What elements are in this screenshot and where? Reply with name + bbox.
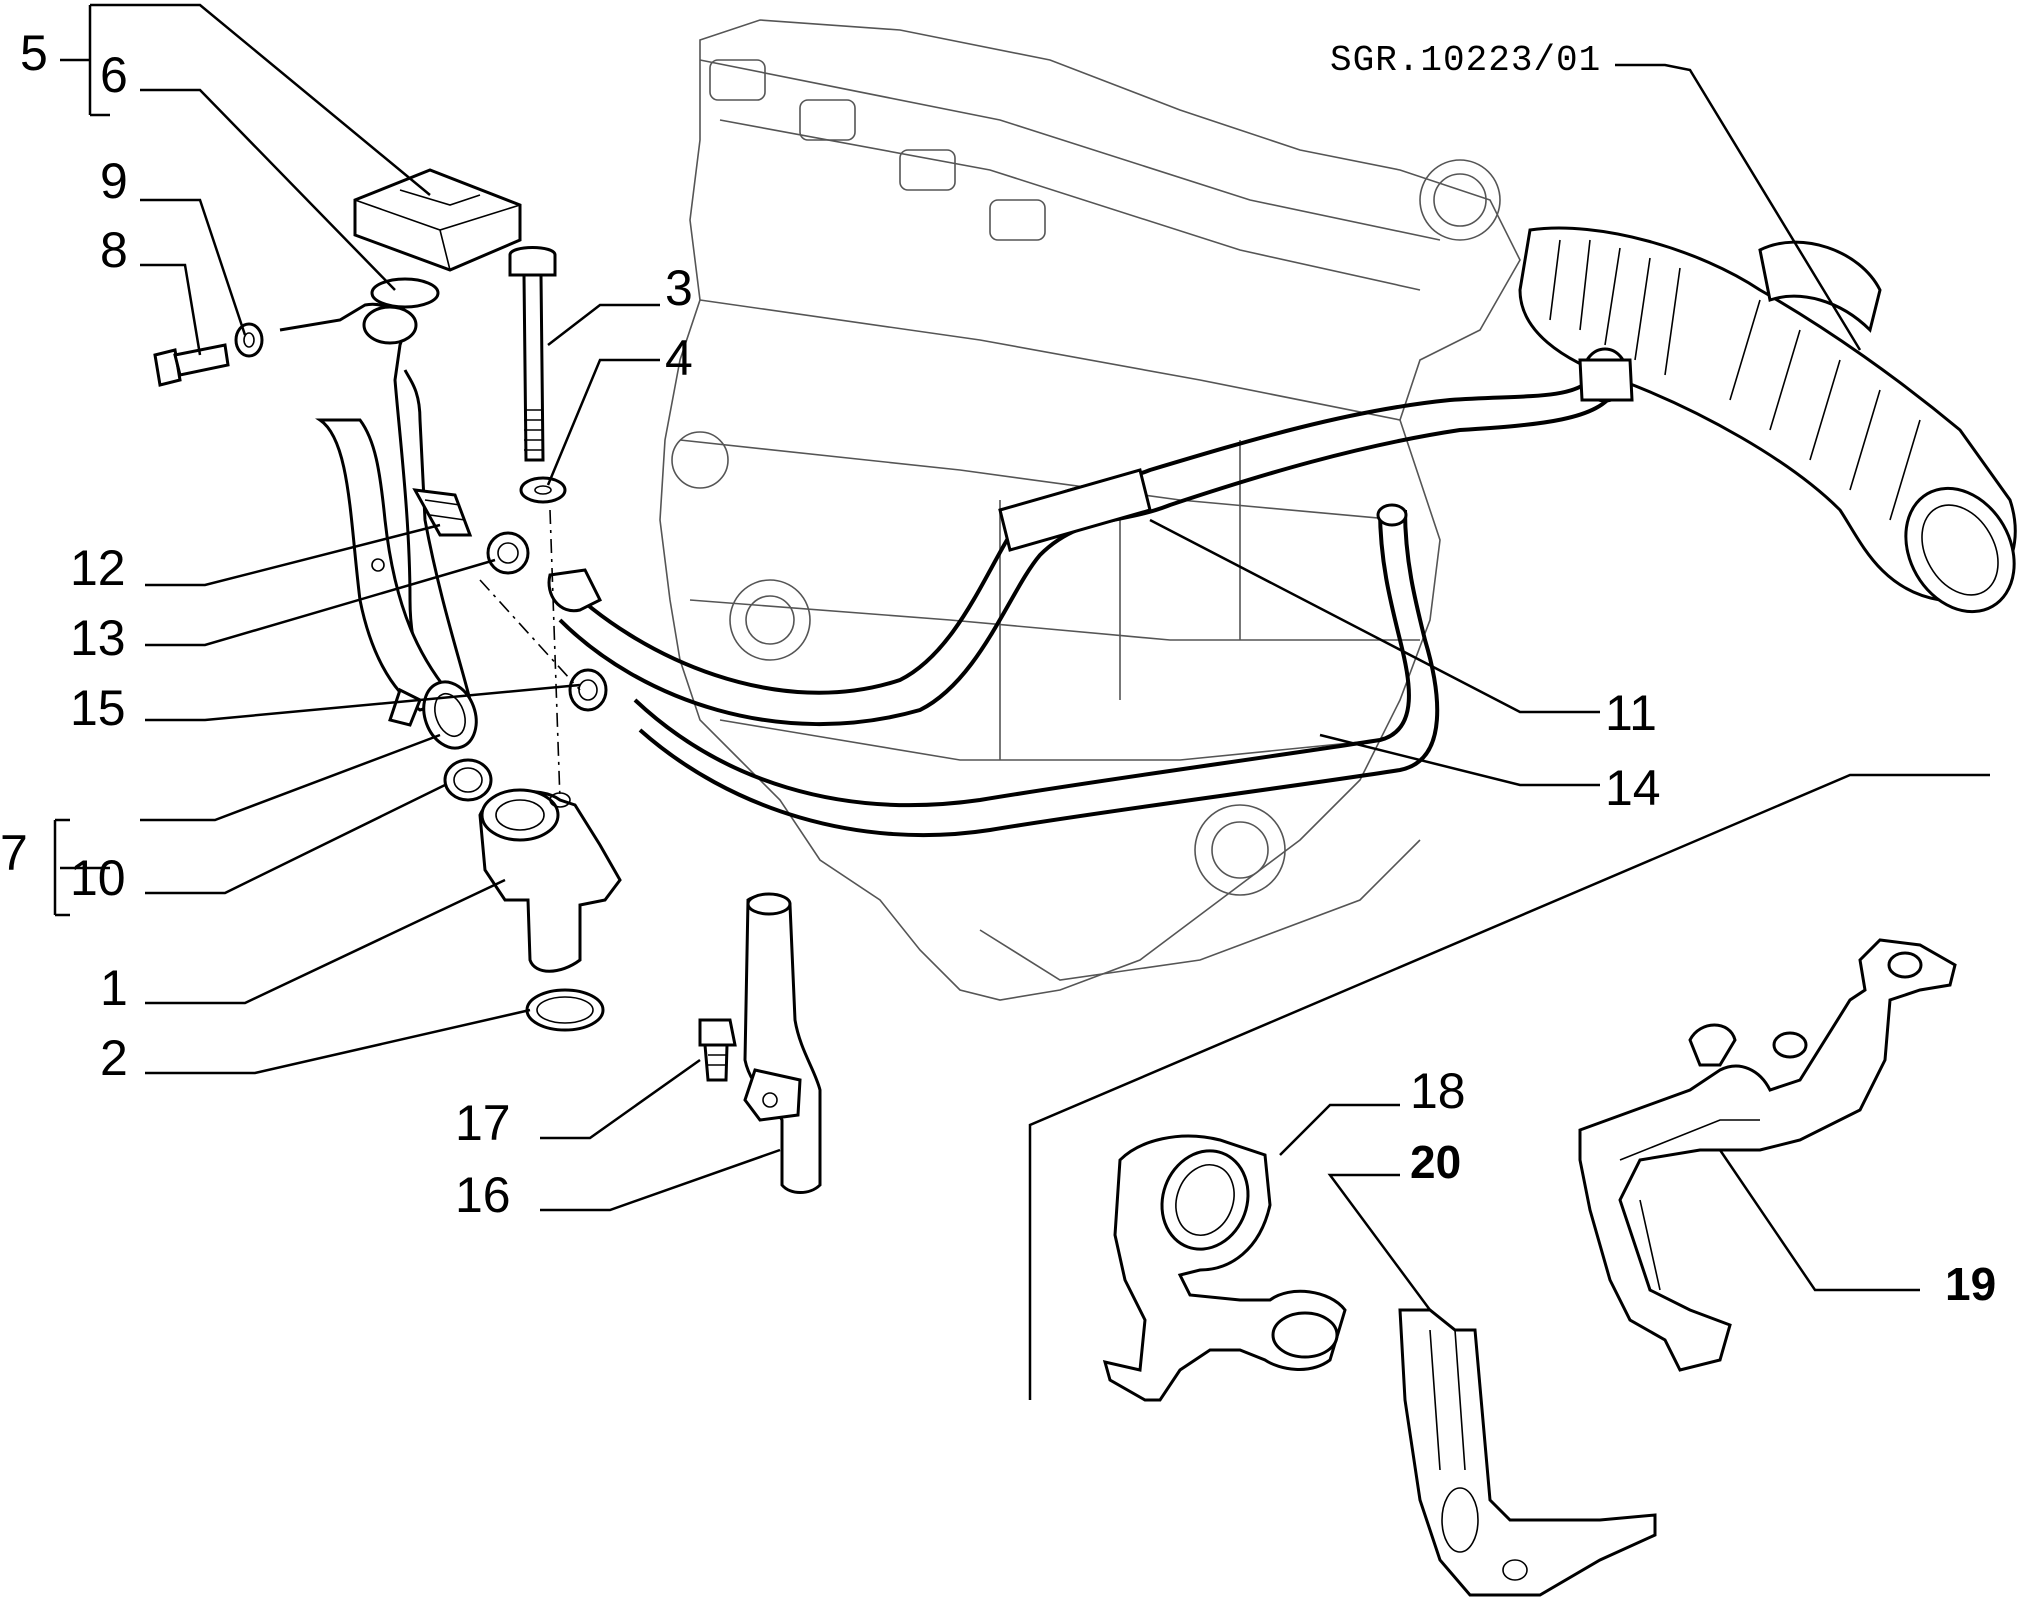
leader-lines: [53, 3, 1920, 1311]
part-10-oring: [443, 758, 493, 802]
callout-9: 9: [100, 153, 128, 209]
reference-code: SGR.10223/01: [1330, 40, 1601, 81]
hose-14: [633, 503, 1440, 838]
part-2-oring: [525, 988, 605, 1032]
part-4-washer: [519, 476, 567, 504]
callout-10: 10: [70, 850, 126, 906]
callout-2: 2: [100, 1030, 128, 1086]
callout-17: 17: [455, 1095, 511, 1151]
callout-16: 16: [455, 1167, 511, 1223]
callout-3: 3: [665, 260, 693, 316]
alignment-lines: [479, 509, 581, 801]
air-intake-duct: [1518, 226, 2017, 614]
callout-14: 14: [1605, 760, 1661, 816]
callout-13: 13: [70, 610, 126, 666]
part-12-sensor: [412, 488, 473, 537]
callout-1: 1: [100, 960, 128, 1016]
callout-6: 6: [100, 47, 128, 103]
callout-20: 20: [1410, 1136, 1461, 1188]
callout-4: 4: [665, 330, 693, 386]
part-5-cap: [353, 168, 522, 272]
part-9-washer: [234, 322, 264, 358]
callout-18: 18: [1410, 1063, 1466, 1119]
callout-7: 7: [0, 825, 28, 881]
callout-5: 5: [20, 25, 48, 81]
part-20-bracket: [1398, 1308, 1657, 1597]
callout-11: 11: [1605, 685, 1657, 741]
callout-12: 12: [70, 540, 126, 596]
part-1-thermostat-housing: [478, 788, 622, 973]
part-16-pipe: [743, 892, 822, 1194]
callout-15: 15: [70, 680, 126, 736]
bracket-panel-border: [1028, 773, 1990, 1400]
callout-19: 19: [1945, 1258, 1996, 1310]
hose-11: [547, 347, 1634, 727]
part-17-bolt: [698, 1018, 737, 1082]
callout-8: 8: [100, 222, 128, 278]
engine-block: [659, 19, 1521, 1001]
part-3-bolt: [508, 246, 557, 462]
part-19-bracket: [1578, 938, 1957, 1372]
part-13-clamp: [486, 531, 530, 575]
callout-labels: 5 6 9 8 3 4 12 13 15 7 10 1 2 17 16 11 1…: [0, 25, 1996, 1310]
part-15-clamp: [568, 668, 608, 712]
part-18-bracket: [1102, 1134, 1347, 1402]
part-8-bolt: [153, 343, 230, 387]
part-6-oring: [370, 277, 440, 309]
